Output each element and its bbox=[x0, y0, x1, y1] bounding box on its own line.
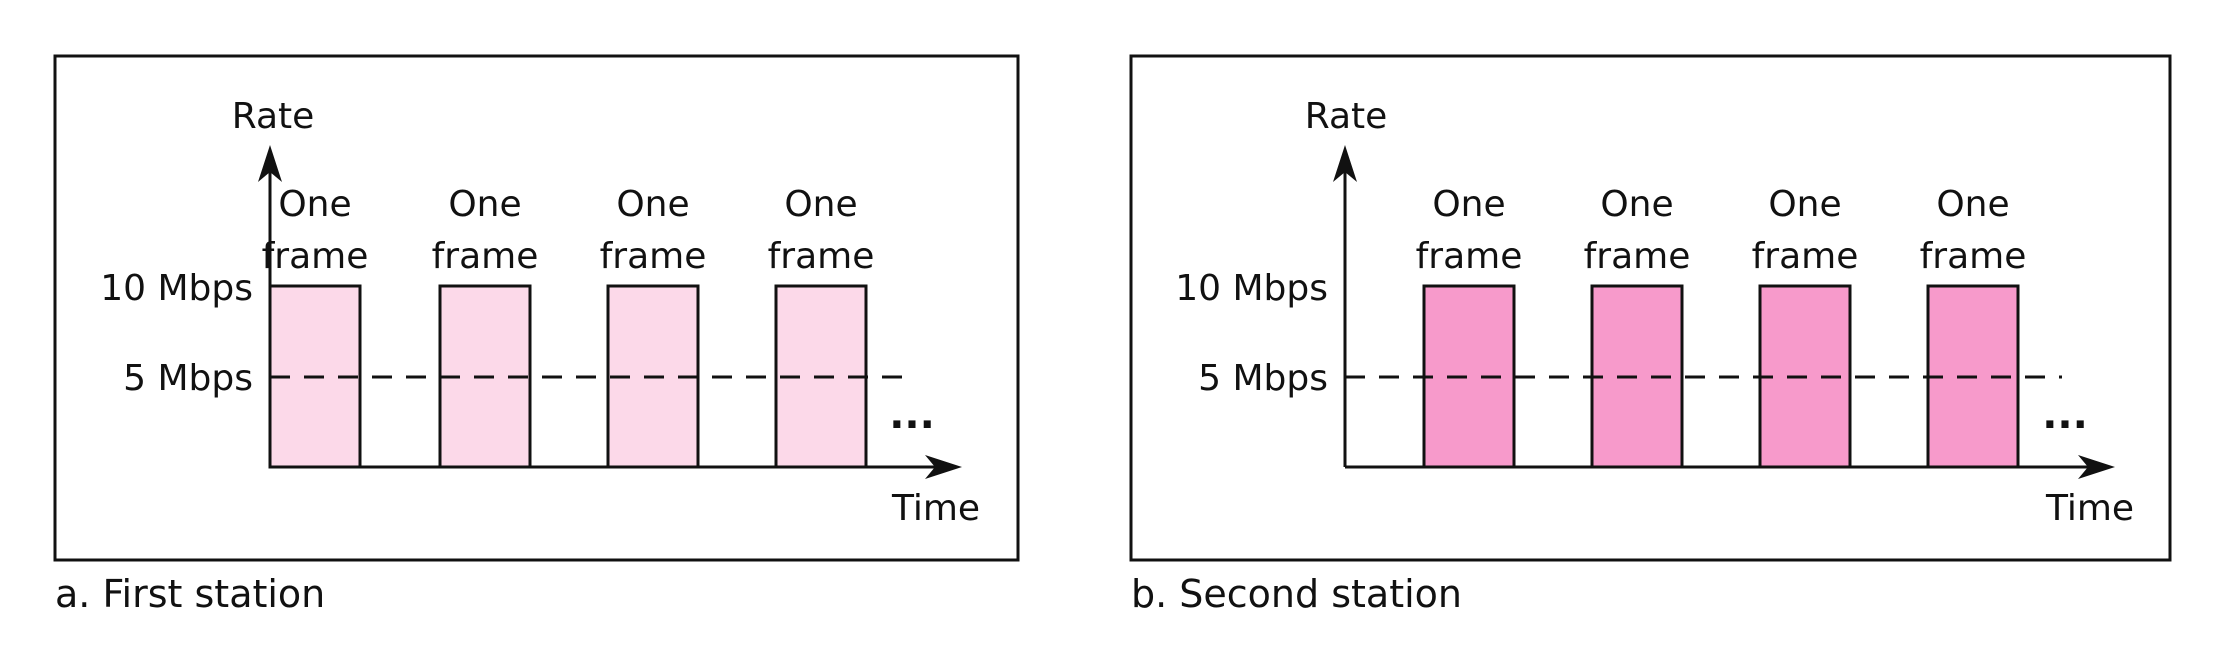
frames-group: One frame One frame One frame One frame bbox=[262, 184, 875, 469]
frame-label-line2: frame bbox=[600, 236, 707, 277]
frame-label-line1: One bbox=[1600, 184, 1673, 225]
x-axis-arrow-icon bbox=[2078, 455, 2115, 479]
panel-second-station: One frame One frame One frame One frame Rate Ti… bbox=[1129, 54, 2172, 616]
y-axis-label: Rate bbox=[1305, 96, 1388, 137]
continuation-dots: ... bbox=[889, 392, 935, 438]
panel-border bbox=[53, 54, 1020, 562]
frame-label-line2: frame bbox=[1584, 236, 1691, 277]
frame-label-line1: One bbox=[1768, 184, 1841, 225]
frame-label-line1: One bbox=[448, 184, 521, 225]
panel-caption: b. Second station bbox=[1131, 572, 1462, 616]
frame-label-line1: One bbox=[784, 184, 857, 225]
rate-high-label: 10 Mbps bbox=[100, 268, 253, 309]
rate-avg-label: 5 Mbps bbox=[1198, 358, 1328, 399]
x-axis-label: Time bbox=[891, 488, 980, 529]
y-axis-arrow-icon bbox=[1333, 145, 1357, 182]
frame-label-line1: One bbox=[1936, 184, 2009, 225]
frame-label-line1: One bbox=[278, 184, 351, 225]
frames-group: One frame One frame One frame One frame bbox=[1416, 184, 2027, 469]
frame-label-line1: One bbox=[1432, 184, 1505, 225]
rate-high-label: 10 Mbps bbox=[1175, 268, 1328, 309]
rate-avg-label: 5 Mbps bbox=[123, 358, 253, 399]
panel-border bbox=[1129, 54, 2172, 562]
continuation-dots: ... bbox=[2042, 392, 2088, 438]
x-axis-label: Time bbox=[2045, 488, 2134, 529]
y-axis-arrow-icon bbox=[258, 145, 282, 182]
frame-label-line2: frame bbox=[768, 236, 875, 277]
frame-label-line2: frame bbox=[1752, 236, 1859, 277]
y-axis-label: Rate bbox=[232, 96, 315, 137]
frame-label-line2: frame bbox=[432, 236, 539, 277]
frame-label-line2: frame bbox=[1416, 236, 1523, 277]
x-axis-arrow-icon bbox=[925, 455, 962, 479]
frame-label-line2: frame bbox=[1920, 236, 2027, 277]
frame-label-line2: frame bbox=[262, 236, 369, 277]
panel-first-station: One frame One frame One frame One frame Rate Ti… bbox=[53, 54, 1020, 616]
panel-caption: a. First station bbox=[55, 572, 325, 616]
frame-label-line1: One bbox=[616, 184, 689, 225]
